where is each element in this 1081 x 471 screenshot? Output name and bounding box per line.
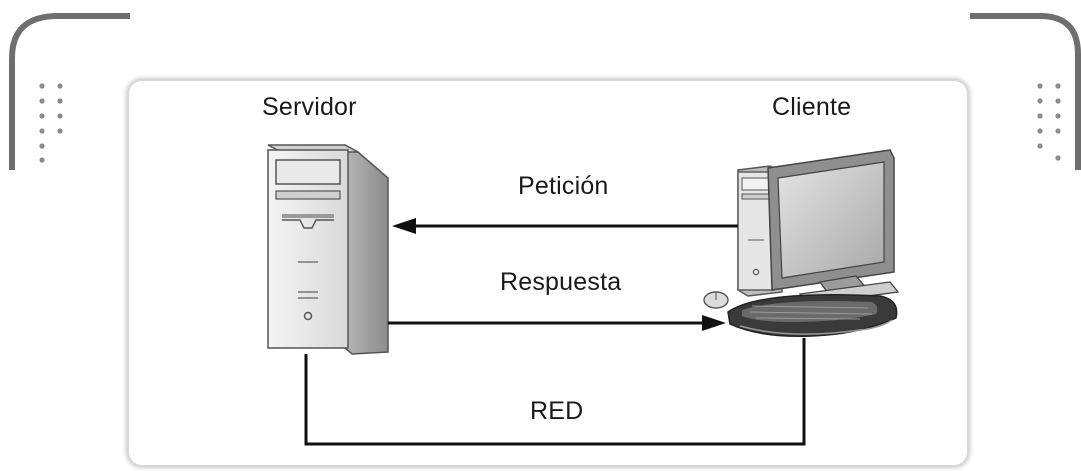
dot-grid-right xyxy=(1037,83,1061,161)
response-label: Respuesta xyxy=(500,268,622,296)
request-label: Petición xyxy=(518,172,609,200)
request-arrow xyxy=(392,218,738,234)
client-computer-icon xyxy=(737,149,900,305)
network-line xyxy=(304,338,806,446)
server-label: Servidor xyxy=(262,93,357,121)
server-tower-icon xyxy=(267,143,389,355)
mouse-icon xyxy=(703,291,729,309)
frame-corner-top-left xyxy=(9,13,130,170)
dot-grid-left xyxy=(39,83,63,163)
client-label: Cliente xyxy=(772,93,852,121)
response-arrow xyxy=(388,315,726,331)
keyboard-icon xyxy=(727,293,898,337)
network-label: RED xyxy=(530,397,584,425)
frame-corner-top-right xyxy=(970,13,1081,170)
